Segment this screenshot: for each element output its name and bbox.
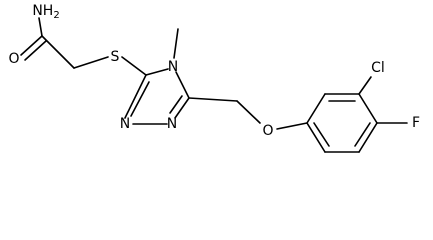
bond-ring-inner-2 [354, 122, 371, 147]
bond-ch2-o [236, 100, 261, 124]
bond-c-o-double-1 [20, 35, 43, 56]
atom-n4: N [168, 59, 178, 75]
bond-s-c3 [121, 56, 147, 76]
bond-c-o-double-2 [24, 40, 47, 61]
bond-c3-n4 [145, 68, 169, 76]
atom-n2: N [120, 116, 130, 132]
atom-carbonyl-o: O [8, 51, 19, 67]
molecule-structure: NH2 O S N N N O Cl F [8, 3, 420, 153]
atom-labels: NH2 O S N N N O Cl F [8, 3, 420, 139]
bond-ring-4 [358, 122, 378, 153]
bond-o-aryl [276, 122, 308, 130]
atom-nh2: NH2 [32, 3, 59, 21]
bond-c5-ch2 [188, 97, 238, 102]
bond-n2-c3-double-1 [124, 74, 147, 119]
bond-n2-c3-double-2 [130, 81, 150, 117]
bond-c-nh2 [38, 17, 43, 37]
structure-canvas: NH2 O S N N N O Cl F [8, 3, 421, 153]
atom-f: F [412, 115, 420, 131]
atom-n1: N [167, 116, 177, 132]
bond-ring-1 [306, 93, 326, 124]
bond-c5-n1-double-2 [169, 95, 183, 114]
bond-ch2-s [73, 56, 109, 69]
atom-cl: Cl [371, 60, 385, 76]
bond-n4-methyl [173, 28, 179, 59]
atom-s: S [111, 49, 120, 65]
bond-n4-c5 [175, 71, 190, 99]
bond-ring-3 [358, 93, 378, 124]
bonds [20, 17, 408, 153]
atom-ether-o: O [262, 123, 273, 139]
bond-ring-inner-3 [313, 122, 330, 147]
bond-c-ch2 [41, 35, 75, 69]
bond-ring-cl [358, 76, 372, 95]
bond-ring-6 [306, 122, 326, 153]
bond-c5-n1-double-1 [174, 97, 190, 119]
